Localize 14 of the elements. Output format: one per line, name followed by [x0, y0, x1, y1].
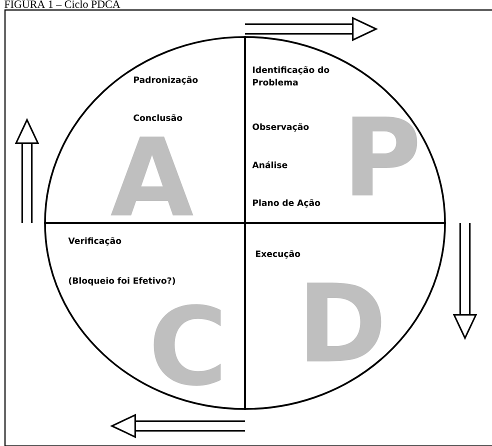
step-text: Conclusão: [134, 114, 182, 121]
step-text: Plano de Ação: [253, 199, 320, 208]
step-text: Identificação do Problema: [253, 66, 330, 86]
quadrant-letter: P: [352, 116, 418, 196]
step-text: Observação: [252, 123, 309, 132]
step-text: Execução: [256, 250, 300, 259]
step-text: Padronização: [134, 76, 198, 85]
quadrant-letter: A: [110, 136, 194, 216]
step-text: (Bloqueio foi Efetivo?): [68, 277, 176, 286]
figure-title: FIGURA 1 – Ciclo PDCA: [4, 0, 120, 8]
step-text: Verificação: [68, 237, 122, 246]
quadrant-letter: D: [307, 282, 382, 362]
step-text: Análise: [252, 161, 288, 168]
quadrant-letter: C: [154, 304, 221, 386]
